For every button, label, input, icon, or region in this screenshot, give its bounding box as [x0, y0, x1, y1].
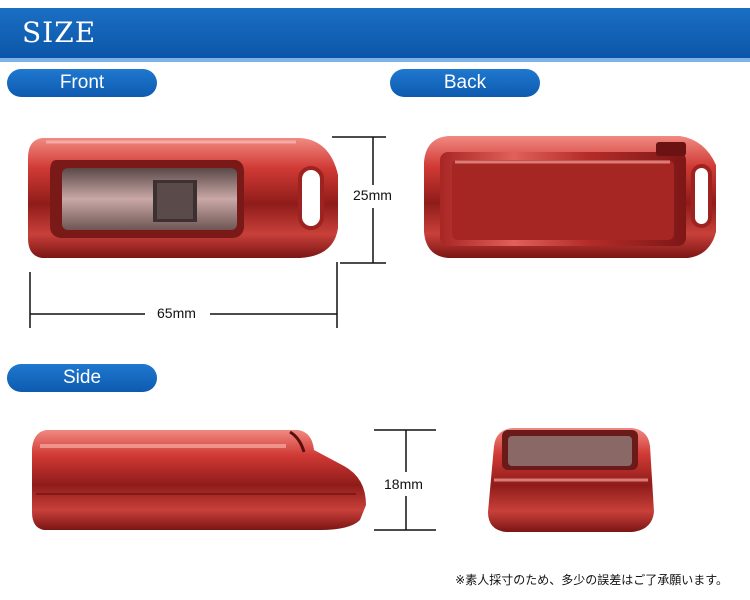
length-dimension-line — [29, 262, 338, 328]
section-label-side: Side — [7, 364, 157, 392]
thickness-dimension-line — [374, 429, 436, 531]
front-view-image — [28, 138, 338, 258]
back-view-image — [424, 136, 716, 258]
section-label-back: Back — [390, 69, 540, 97]
page-title: SIZE — [22, 16, 97, 49]
height-dimension-line — [332, 136, 386, 264]
thickness-label: 18mm — [380, 476, 427, 492]
measurement-disclaimer: ※素人採寸のため、多少の誤差はご了承願います。 — [455, 573, 728, 587]
length-label: 65mm — [153, 305, 200, 321]
header-bar: SIZE — [0, 8, 750, 62]
end-view-image — [488, 428, 654, 532]
side-view-image — [32, 430, 366, 530]
section-label-front: Front — [7, 69, 157, 97]
height-label: 25mm — [349, 187, 396, 203]
